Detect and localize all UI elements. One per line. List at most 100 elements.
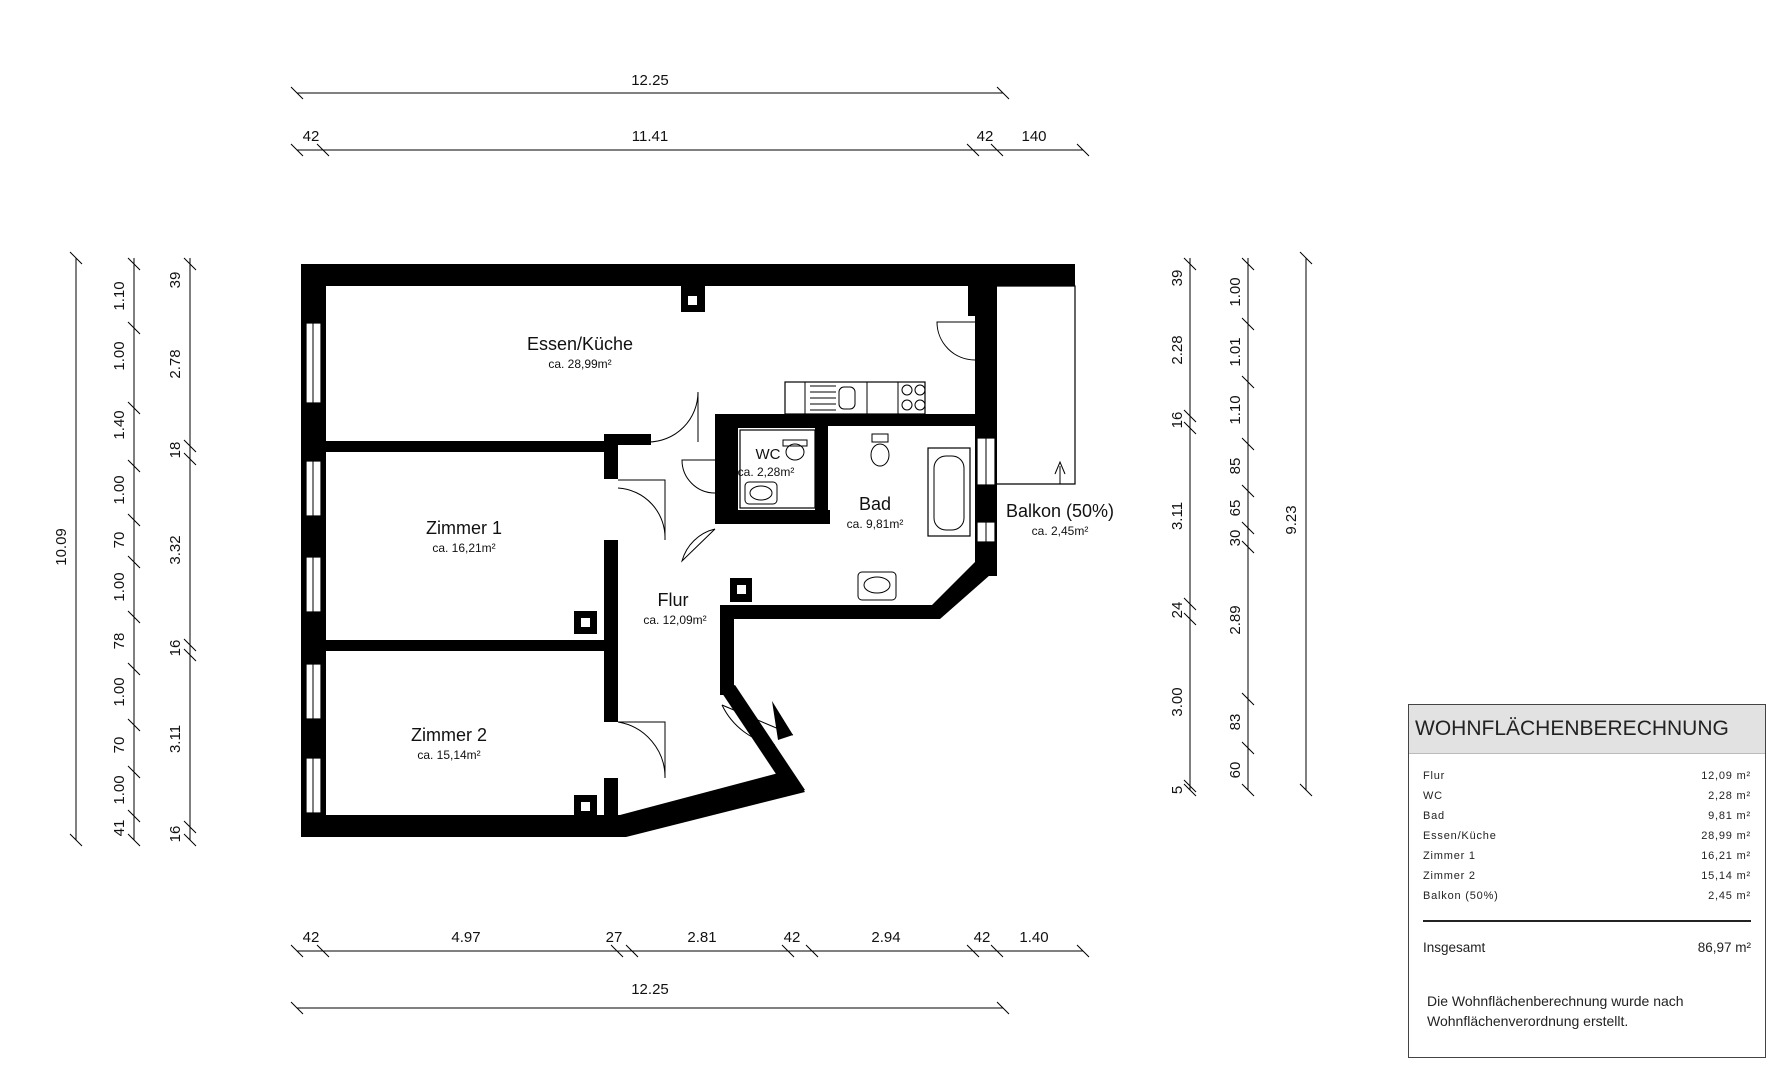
area-row-value: 28,99 m² (1701, 830, 1751, 842)
area-row-label: Balkon (50%) (1423, 890, 1499, 902)
dim-top-2: 11.41 (632, 128, 668, 145)
area-calculation-table: WOHNFLÄCHENBERECHNUNG Flur 12,09 m² WC 2,2… (1408, 704, 1766, 1058)
dim-left-inner-7: 78 (111, 633, 128, 650)
room-name-zimmer-2: Zimmer 2 (411, 725, 487, 745)
dim-right-mid-1: 39 (1169, 270, 1186, 287)
dim-left-inner-10: 1.00 (111, 775, 128, 804)
dim-right-inner-2: 1.01 (1227, 337, 1244, 366)
area-row-flur: Flur 12,09 m² (1423, 766, 1751, 786)
room-area-flur: ca. 12,09m² (643, 613, 706, 627)
dim-left-inner-6: 1.00 (111, 572, 128, 601)
windows (305, 322, 996, 814)
dim-left-inner-1: 1.10 (111, 281, 128, 310)
dim-bottom-2: 4.97 (451, 929, 480, 946)
area-row-value: 15,14 m² (1701, 870, 1751, 882)
dimension-lines (69, 86, 1313, 1015)
room-name-zimmer-1: Zimmer 1 (426, 518, 502, 538)
dim-right-mid-5: 24 (1169, 602, 1186, 619)
walls (301, 264, 1075, 837)
room-name-wc: WC (756, 446, 781, 463)
dim-right-inner-7: 2.89 (1227, 605, 1244, 634)
room-name-essen-kueche: Essen/Küche (527, 334, 633, 354)
dim-left-inner-11: 41 (111, 820, 128, 837)
area-row-label: Zimmer 2 (1423, 870, 1476, 882)
dim-bottom-3: 27 (606, 929, 623, 946)
area-row-label: Zimmer 1 (1423, 850, 1476, 862)
area-row-value: 16,21 m² (1701, 850, 1751, 862)
dim-left-inner-3: 1.40 (111, 410, 128, 439)
room-area-bad: ca. 9,81m² (847, 517, 904, 531)
dim-right-inner-3: 1.10 (1227, 395, 1244, 424)
dim-left-mid-2: 2.78 (167, 349, 184, 378)
area-row-label: Essen/Küche (1423, 830, 1497, 842)
dim-right-inner-4: 85 (1227, 458, 1244, 475)
dim-bottom-7: 42 (974, 929, 991, 946)
area-row-label: Bad (1423, 810, 1445, 822)
area-row-label: WC (1423, 790, 1443, 802)
dim-left-inner-4: 1.00 (111, 475, 128, 504)
dim-bottom-8: 1.40 (1019, 929, 1048, 946)
area-row-zimmer-2: Zimmer 2 15,14 m² (1423, 866, 1751, 886)
bathroom-fixtures (739, 429, 971, 601)
room-area-zimmer-2: ca. 15,14m² (417, 748, 480, 762)
dim-top-1: 42 (303, 128, 320, 145)
room-name-balkon: Balkon (50%) (1006, 501, 1114, 521)
room-area-wc: ca. 2,28m² (738, 465, 795, 479)
area-total-value: 86,97 m² (1697, 940, 1751, 955)
dim-right-overall: 9.23 (1283, 505, 1300, 534)
area-row-bad: Bad 9,81 m² (1423, 806, 1751, 826)
area-row-value: 2,45 m² (1708, 890, 1751, 902)
dim-right-mid-4: 3.11 (1169, 502, 1186, 530)
room-name-flur: Flur (658, 590, 689, 610)
dim-bottom-4: 2.81 (687, 929, 716, 946)
area-row-wc: WC 2,28 m² (1423, 786, 1751, 806)
dim-left-inner-8: 1.00 (111, 677, 128, 706)
area-row-essen-kueche: Essen/Küche 28,99 m² (1423, 826, 1751, 846)
dim-left-mid-4: 3.32 (167, 535, 184, 564)
dim-left-mid-1: 39 (167, 272, 184, 289)
area-row-value: 12,09 m² (1701, 770, 1751, 782)
area-table-title: WOHNFLÄCHENBERECHNUNG (1409, 705, 1765, 754)
dim-right-inner-6: 30 (1227, 530, 1244, 547)
dim-left-inner-2: 1.00 (111, 341, 128, 370)
room-name-bad: Bad (859, 494, 891, 514)
area-row-zimmer-1: Zimmer 1 16,21 m² (1423, 846, 1751, 866)
dim-right-mid-3: 16 (1169, 412, 1186, 429)
dim-left-inner-5: 70 (111, 532, 128, 549)
room-labels: Essen/Küche ca. 28,99m² WC ca. 2,28m² Ba… (411, 334, 1114, 762)
dim-left-mid-3: 18 (167, 442, 184, 459)
balcony-outline (997, 285, 1076, 485)
dim-bottom-5: 42 (784, 929, 801, 946)
room-area-essen-kueche: ca. 28,99m² (548, 357, 611, 371)
dim-left-mid-7: 16 (167, 826, 184, 843)
dim-right-inner-5: 65 (1227, 500, 1244, 517)
dim-left-overall: 10.09 (53, 528, 70, 566)
dim-right-inner-9: 60 (1227, 762, 1244, 779)
area-row-value: 9,81 m² (1708, 810, 1751, 822)
area-row-value: 2,28 m² (1708, 790, 1751, 802)
room-area-balkon: ca. 2,45m² (1032, 524, 1089, 538)
dim-right-mid-6: 3.00 (1169, 687, 1186, 716)
dim-left-mid-5: 16 (167, 640, 184, 657)
dim-bottom-overall: 12.25 (631, 981, 669, 998)
dim-right-inner-1: 1.00 (1227, 277, 1244, 306)
dim-right-inner-8: 83 (1227, 714, 1244, 731)
area-table-rows: Flur 12,09 m² WC 2,28 m² Bad 9,81 m² Essen/… (1409, 754, 1765, 1031)
dim-bottom-1: 42 (303, 929, 320, 946)
kitchen-counter (784, 381, 926, 415)
dim-right-mid-2: 2.28 (1169, 335, 1186, 364)
room-area-zimmer-1: ca. 16,21m² (432, 541, 495, 555)
area-table-note: Die Wohnflächenberechnung wurde nach Woh… (1427, 993, 1684, 1029)
dim-right-mid-7: 5 (1169, 786, 1186, 794)
pillar-voids (581, 296, 746, 811)
area-table-divider (1423, 920, 1751, 922)
area-row-label: Flur (1423, 770, 1446, 782)
dim-left-inner-9: 70 (111, 737, 128, 754)
dim-left-mid-6: 3.11 (167, 725, 184, 753)
doors (617, 321, 976, 779)
area-row-balkon: Balkon (50%) 2,45 m² (1423, 886, 1751, 906)
dim-bottom-6: 2.94 (871, 929, 900, 946)
dim-top-4: 140 (1021, 128, 1046, 145)
